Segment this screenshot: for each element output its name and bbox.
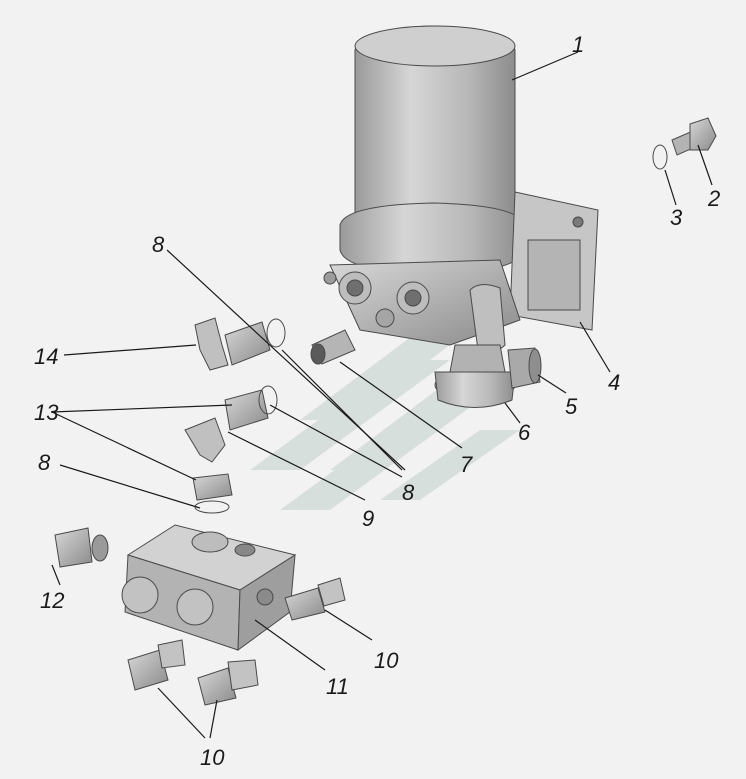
part-elbow-fitting-10-lower (197, 659, 259, 706)
part-plug (310, 329, 356, 365)
part-valve-block (121, 524, 297, 652)
part-elbow-fitting-10-left (127, 639, 186, 691)
callout-8-left: 8 (38, 450, 51, 475)
callout-8-top: 8 (152, 232, 165, 257)
part-fitting-12 (54, 527, 109, 568)
part-filter-canister (339, 25, 525, 275)
part-elbow-fitting-10-right (284, 577, 346, 621)
leader-lines (51, 51, 713, 739)
callout-7: 7 (460, 452, 473, 477)
callout-3: 3 (670, 205, 683, 230)
callout-10-right: 10 (374, 648, 399, 673)
callout-9: 9 (362, 506, 374, 531)
callout-8-center: 8 (402, 480, 415, 505)
part-bolt (671, 117, 717, 156)
part-mounting-bracket (509, 191, 599, 331)
callout-14: 14 (34, 344, 58, 369)
callout-13: 13 (34, 400, 59, 425)
part-elbow-fitting-13 (184, 385, 278, 463)
callout-10-bottom: 10 (200, 745, 225, 770)
part-elbow-fitting-14 (194, 317, 286, 371)
callout-12: 12 (40, 588, 64, 613)
part-valve-body (323, 259, 521, 353)
callout-4: 4 (608, 370, 620, 395)
callout-2: 2 (707, 186, 720, 211)
part-nut-13 (192, 473, 233, 514)
part-side-fitting (507, 347, 542, 389)
callout-labels: 1 2 3 4 5 6 7 8 8 8 9 10 10 11 12 13 14 (34, 32, 720, 770)
callout-11: 11 (326, 674, 349, 699)
watermark-logo (250, 330, 520, 510)
callout-5: 5 (565, 394, 578, 419)
part-washer (652, 144, 668, 170)
part-lower-housing (434, 344, 516, 408)
callout-6: 6 (518, 420, 531, 445)
callout-1: 1 (572, 32, 584, 57)
